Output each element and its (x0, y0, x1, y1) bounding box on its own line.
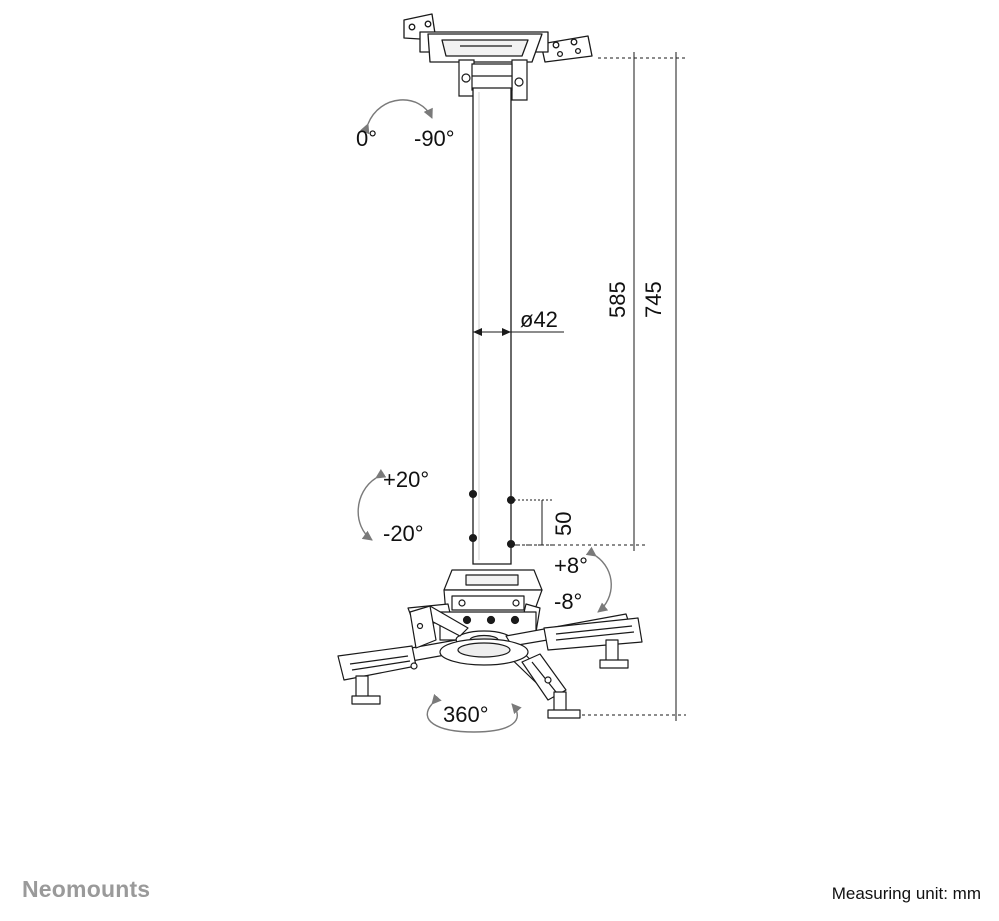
adjust-step-label: 50 (551, 511, 576, 536)
tilt-label-minus20: -20° (383, 521, 424, 546)
measuring-unit-note: Measuring unit: mm (831, 884, 981, 903)
rotation-arrows (358, 100, 611, 732)
roll-arc (585, 546, 611, 613)
rotation-label-0: 0° (356, 126, 378, 151)
ceiling-plate (404, 14, 592, 62)
total-height-label: 745 (641, 281, 666, 318)
swivel-arc (427, 693, 522, 732)
top-rotation-arc (360, 100, 433, 135)
roll-label-plus8: +8° (554, 553, 588, 578)
tilt-label-plus20: +20° (383, 467, 430, 492)
roll-label-minus8: -8° (554, 589, 583, 614)
pole (470, 88, 515, 564)
dimension-lines (473, 58, 686, 715)
pole-diameter-label: ø42 (520, 307, 558, 332)
tilt-arc (358, 468, 387, 541)
rotation-label-minus90: -90° (414, 126, 455, 151)
brand-logo-text: Neomounts (22, 876, 151, 902)
swivel-label-360: 360° (443, 702, 489, 727)
pole-length-label: 585 (605, 281, 630, 318)
spider-arms (338, 606, 642, 718)
top-swivel-block (459, 60, 527, 100)
